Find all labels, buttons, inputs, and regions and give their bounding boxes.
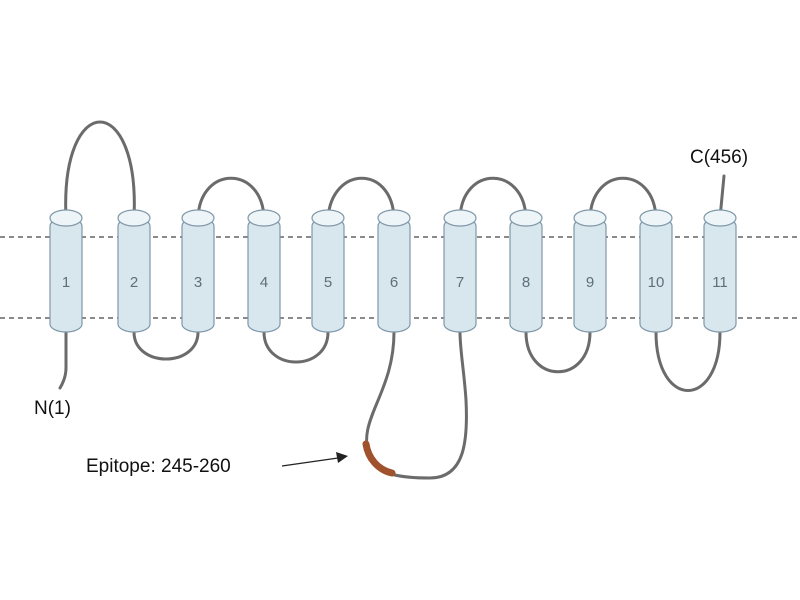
intracellular-loop-3: [365, 330, 468, 480]
epitope-arrow: [281, 457, 339, 467]
helix-label-6: 6: [390, 274, 398, 291]
helix-label-4: 4: [260, 274, 268, 291]
epitope-label: Epitope: 245-260: [86, 456, 231, 477]
extracellular-loop-3: [326, 176, 396, 220]
epitope-arrowhead: [336, 452, 348, 463]
helix-11: 11: [703, 209, 737, 333]
epitope-segment: [362, 440, 396, 477]
helix-label-3: 3: [194, 274, 202, 291]
intracellular-loop-1: [132, 330, 200, 361]
helix-8: 8: [509, 209, 543, 333]
extracellular-loop-4: [458, 176, 528, 220]
helix-6: 6: [377, 209, 411, 333]
helix-label-2: 2: [130, 274, 138, 291]
helix-2: 2: [117, 209, 151, 333]
helix-label-9: 9: [586, 274, 594, 291]
helix-10: 10: [639, 209, 673, 333]
helix-label-5: 5: [324, 274, 332, 291]
intracellular-loop-4: [524, 330, 592, 374]
extracellular-loop-1: [64, 120, 136, 220]
helix-label-11: 11: [712, 274, 728, 291]
intracellular-loop-2: [262, 330, 330, 364]
c-terminus-label: C(456): [690, 147, 748, 168]
extracellular-loop-2: [196, 176, 266, 220]
helix-3: 3: [181, 209, 215, 333]
helix-7: 7: [443, 209, 477, 333]
n-terminus-label: N(1): [34, 398, 71, 419]
helix-9: 9: [573, 209, 607, 333]
helix-label-7: 7: [456, 274, 464, 291]
extracellular-loop-5: [588, 176, 658, 220]
helix-label-10: 10: [648, 274, 665, 291]
helix-1: 1: [49, 209, 83, 333]
helix-5: 5: [311, 209, 345, 333]
intracellular-loop-5: [654, 330, 722, 392]
helix-label-1: 1: [62, 274, 70, 291]
helix-4: 4: [247, 209, 281, 333]
helix-label-8: 8: [522, 274, 530, 291]
n-terminal-tail: [58, 330, 68, 390]
